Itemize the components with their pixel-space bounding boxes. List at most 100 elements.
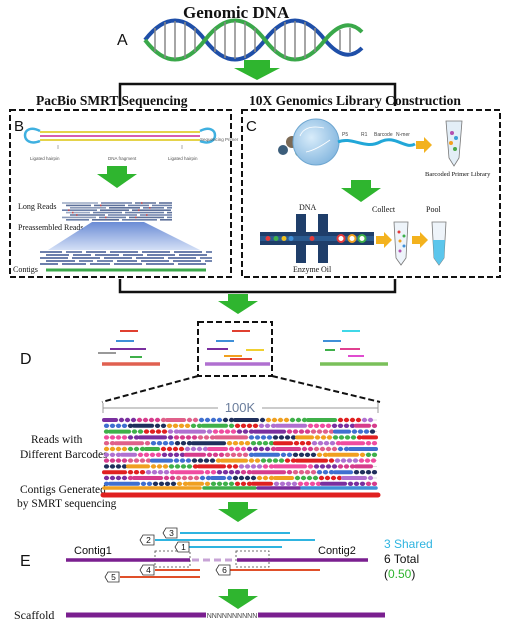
barcode-read-dot xyxy=(127,446,134,452)
flow-arrow-4 xyxy=(218,589,258,609)
barcode-read-dot xyxy=(258,423,265,428)
hairpin-right-label: Ligated hairpin xyxy=(168,156,198,161)
barcode-read-dot xyxy=(252,446,259,452)
barcode-read-dot xyxy=(352,458,359,463)
barcode-read-dot xyxy=(343,417,350,423)
barcode-read-dot xyxy=(228,417,235,423)
panel-label-a: A xyxy=(117,32,128,49)
reads-label-line2: Different Barcodes xyxy=(20,449,108,461)
barcode-read-dot xyxy=(103,429,110,434)
barcode-read-dot xyxy=(224,429,231,434)
split-bracket xyxy=(118,82,397,106)
barcode-read-dot xyxy=(240,446,247,452)
barcode-read-dot xyxy=(256,441,263,446)
barcode-read-dot xyxy=(291,481,298,486)
preassembled-reads xyxy=(40,251,212,265)
barcode-read-dot xyxy=(206,429,213,434)
barcode-read-dot xyxy=(337,446,344,452)
barcode-read-dot xyxy=(234,423,241,428)
barcode-read-dot xyxy=(234,470,241,475)
barcode-read-dot xyxy=(260,435,267,440)
barcode-read-dot xyxy=(331,423,338,428)
barcode-read-dot xyxy=(127,423,134,428)
panel-c-box xyxy=(241,109,501,278)
barcode-read-dot xyxy=(350,435,357,440)
yellow-arrow-3 xyxy=(412,232,428,248)
barcode-read-dot xyxy=(240,481,247,486)
barcode-read-dot xyxy=(178,423,185,428)
barcode-read-dot xyxy=(162,464,169,469)
barcode-read-dot xyxy=(242,429,249,434)
barcode-read-dot xyxy=(297,481,304,486)
barcode-read-dot xyxy=(144,441,151,446)
link-tag-number: 3 xyxy=(169,528,174,538)
barcode-read-dot xyxy=(178,446,185,452)
barcode-read-dot xyxy=(290,458,297,463)
barcode-read-dot xyxy=(121,475,128,481)
preassembled-text: Preassembled Reads xyxy=(18,223,84,232)
barcode-read-dot xyxy=(172,446,179,452)
barcode-read-dot xyxy=(121,446,128,452)
contig-group-middle xyxy=(205,330,270,366)
link-tag-number: 4 xyxy=(146,565,151,575)
barcode-read-dot xyxy=(285,481,292,486)
barcode-read-dot xyxy=(170,481,177,486)
barcode-read-dot xyxy=(121,423,128,428)
barcode-read-dot xyxy=(242,452,249,457)
barcode-read-dot xyxy=(173,458,180,463)
barcode-read-dot xyxy=(371,423,378,428)
barcode-read-dot xyxy=(185,458,192,463)
flow-arrow-3 xyxy=(218,502,258,522)
barcode-read-dot xyxy=(367,475,374,481)
barcode-read-dot xyxy=(209,435,216,440)
barcode-read-dot xyxy=(186,417,193,423)
barcode-read-dot xyxy=(160,423,167,428)
barcode-read-dot xyxy=(324,475,331,481)
barcode-read-dot xyxy=(298,429,305,434)
barcode-read-dot xyxy=(157,470,164,475)
barcode-read-dot xyxy=(344,435,351,440)
barcode-read-dot xyxy=(199,475,206,481)
barcode-read-dot xyxy=(292,470,299,475)
barcode-read-dot xyxy=(218,452,225,457)
contig2-label: Contig2 xyxy=(318,545,356,557)
barcode-read-dot xyxy=(230,429,237,434)
panel-label-c: C xyxy=(246,118,257,135)
ratio-value: (0.50) xyxy=(384,567,415,581)
barcode-read-dot xyxy=(316,452,323,457)
barcode-read-dot xyxy=(252,423,259,428)
barcode-read-dot xyxy=(277,417,284,423)
barcode-read-dot xyxy=(271,417,278,423)
barcode-read-dot xyxy=(328,458,335,463)
barcode-read-dot xyxy=(246,446,253,452)
barcode-read-dot xyxy=(295,417,302,423)
contigs-label: Contigs xyxy=(13,265,38,274)
barcode-read-dot xyxy=(337,417,344,423)
barcode-read-dot xyxy=(133,435,140,440)
barcode-read-dot xyxy=(115,452,122,457)
barcode-read-dot xyxy=(236,429,243,434)
barcode-read-dot xyxy=(103,452,110,457)
barcode-read-dot xyxy=(250,464,257,469)
barcode-read-dot xyxy=(158,481,165,486)
barcode-read-dot xyxy=(103,464,110,469)
barcode-read-dot xyxy=(210,417,217,423)
barcode-read-dot xyxy=(265,417,272,423)
barcode-read-dot xyxy=(127,458,134,463)
link-tag-box xyxy=(215,564,231,576)
barcode-read-dot xyxy=(204,417,211,423)
barcode-read-dot xyxy=(332,435,339,440)
long-reads-label: Long Reads xyxy=(18,202,56,211)
barcode-read-dot xyxy=(306,475,313,481)
barcode-read-dot xyxy=(142,417,149,423)
barcode-read-dot xyxy=(322,470,329,475)
barcode-read-dot xyxy=(115,423,122,428)
barcode-read-dot xyxy=(167,429,174,434)
barcode-read-dot xyxy=(238,441,245,446)
barcode-read-dot xyxy=(127,435,134,440)
barcode-read-dot xyxy=(346,458,353,463)
nmer-label: N-mer xyxy=(396,132,410,138)
barcode-read-dot xyxy=(246,470,253,475)
barcode-read-dot xyxy=(337,423,344,428)
barcode-read-dot xyxy=(210,470,217,475)
